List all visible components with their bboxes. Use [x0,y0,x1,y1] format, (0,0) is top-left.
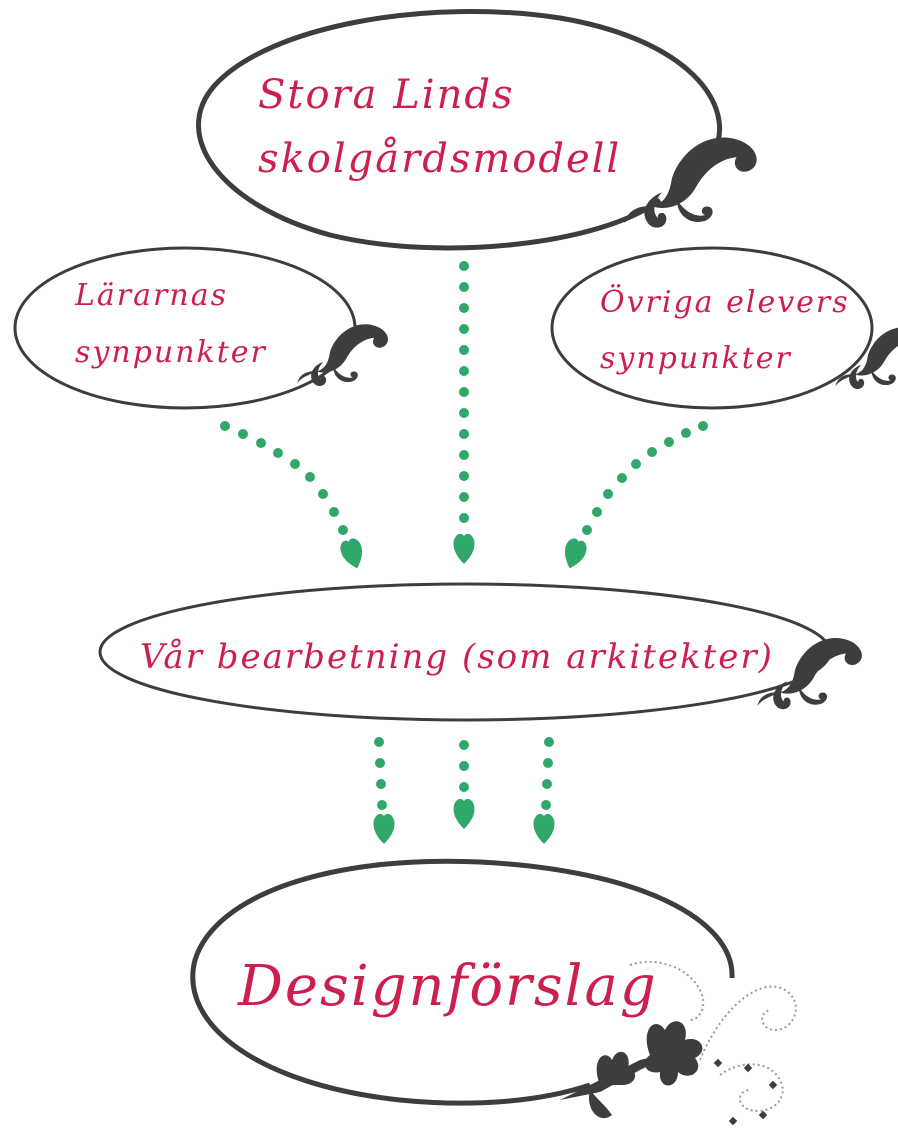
arrow-to-design-center [453,740,475,829]
model-flourish-icon [624,137,757,228]
students-flourish-icon [835,327,898,389]
teachers-label-line2: synpunkter [75,335,267,370]
students-arrowhead-icon [559,536,589,572]
teachers-node: Lärarnas synpunkter [13,246,388,410]
students-label-line2: synpunkter [600,341,792,376]
model-arrowhead-icon [453,533,475,564]
model-node: Stora Linds skolgårdsmodell [196,9,757,251]
design-label: Designförslag [237,954,658,1019]
processing-node: Vår bearbetning (som arkitekter) [98,582,862,722]
arrow-from-teachers [220,421,368,572]
students-node: Övriga elevers synpunkter [550,246,898,410]
design-center-arrowhead-icon [453,798,475,829]
arrow-from-students [559,421,708,572]
students-label-line1: Övriga elevers [600,284,850,320]
design-node: Designförslag [190,858,797,1126]
design-ellipse [190,858,735,1106]
model-label-line1: Stora Linds [258,72,515,118]
teachers-ellipse [13,246,357,410]
sparkle-decoration-icon [688,1038,778,1126]
teachers-arrowhead-icon [338,536,368,572]
teachers-flourish-icon [297,324,388,386]
model-ellipse [196,9,722,251]
arrow-to-design-left [373,737,395,844]
design-left-arrowhead-icon [373,813,395,844]
arrow-from-model [453,261,475,564]
teachers-label-line1: Lärarnas [74,278,228,313]
processing-label: Vår bearbetning (som arkitekter) [140,637,774,677]
model-label-line2: skolgårdsmodell [258,136,621,182]
students-ellipse [550,246,874,410]
swirl-decoration-icon [629,960,797,1112]
fleur-de-lis-icon [560,1021,703,1119]
arrow-to-design-right [533,737,555,844]
design-right-arrowhead-icon [533,813,555,844]
